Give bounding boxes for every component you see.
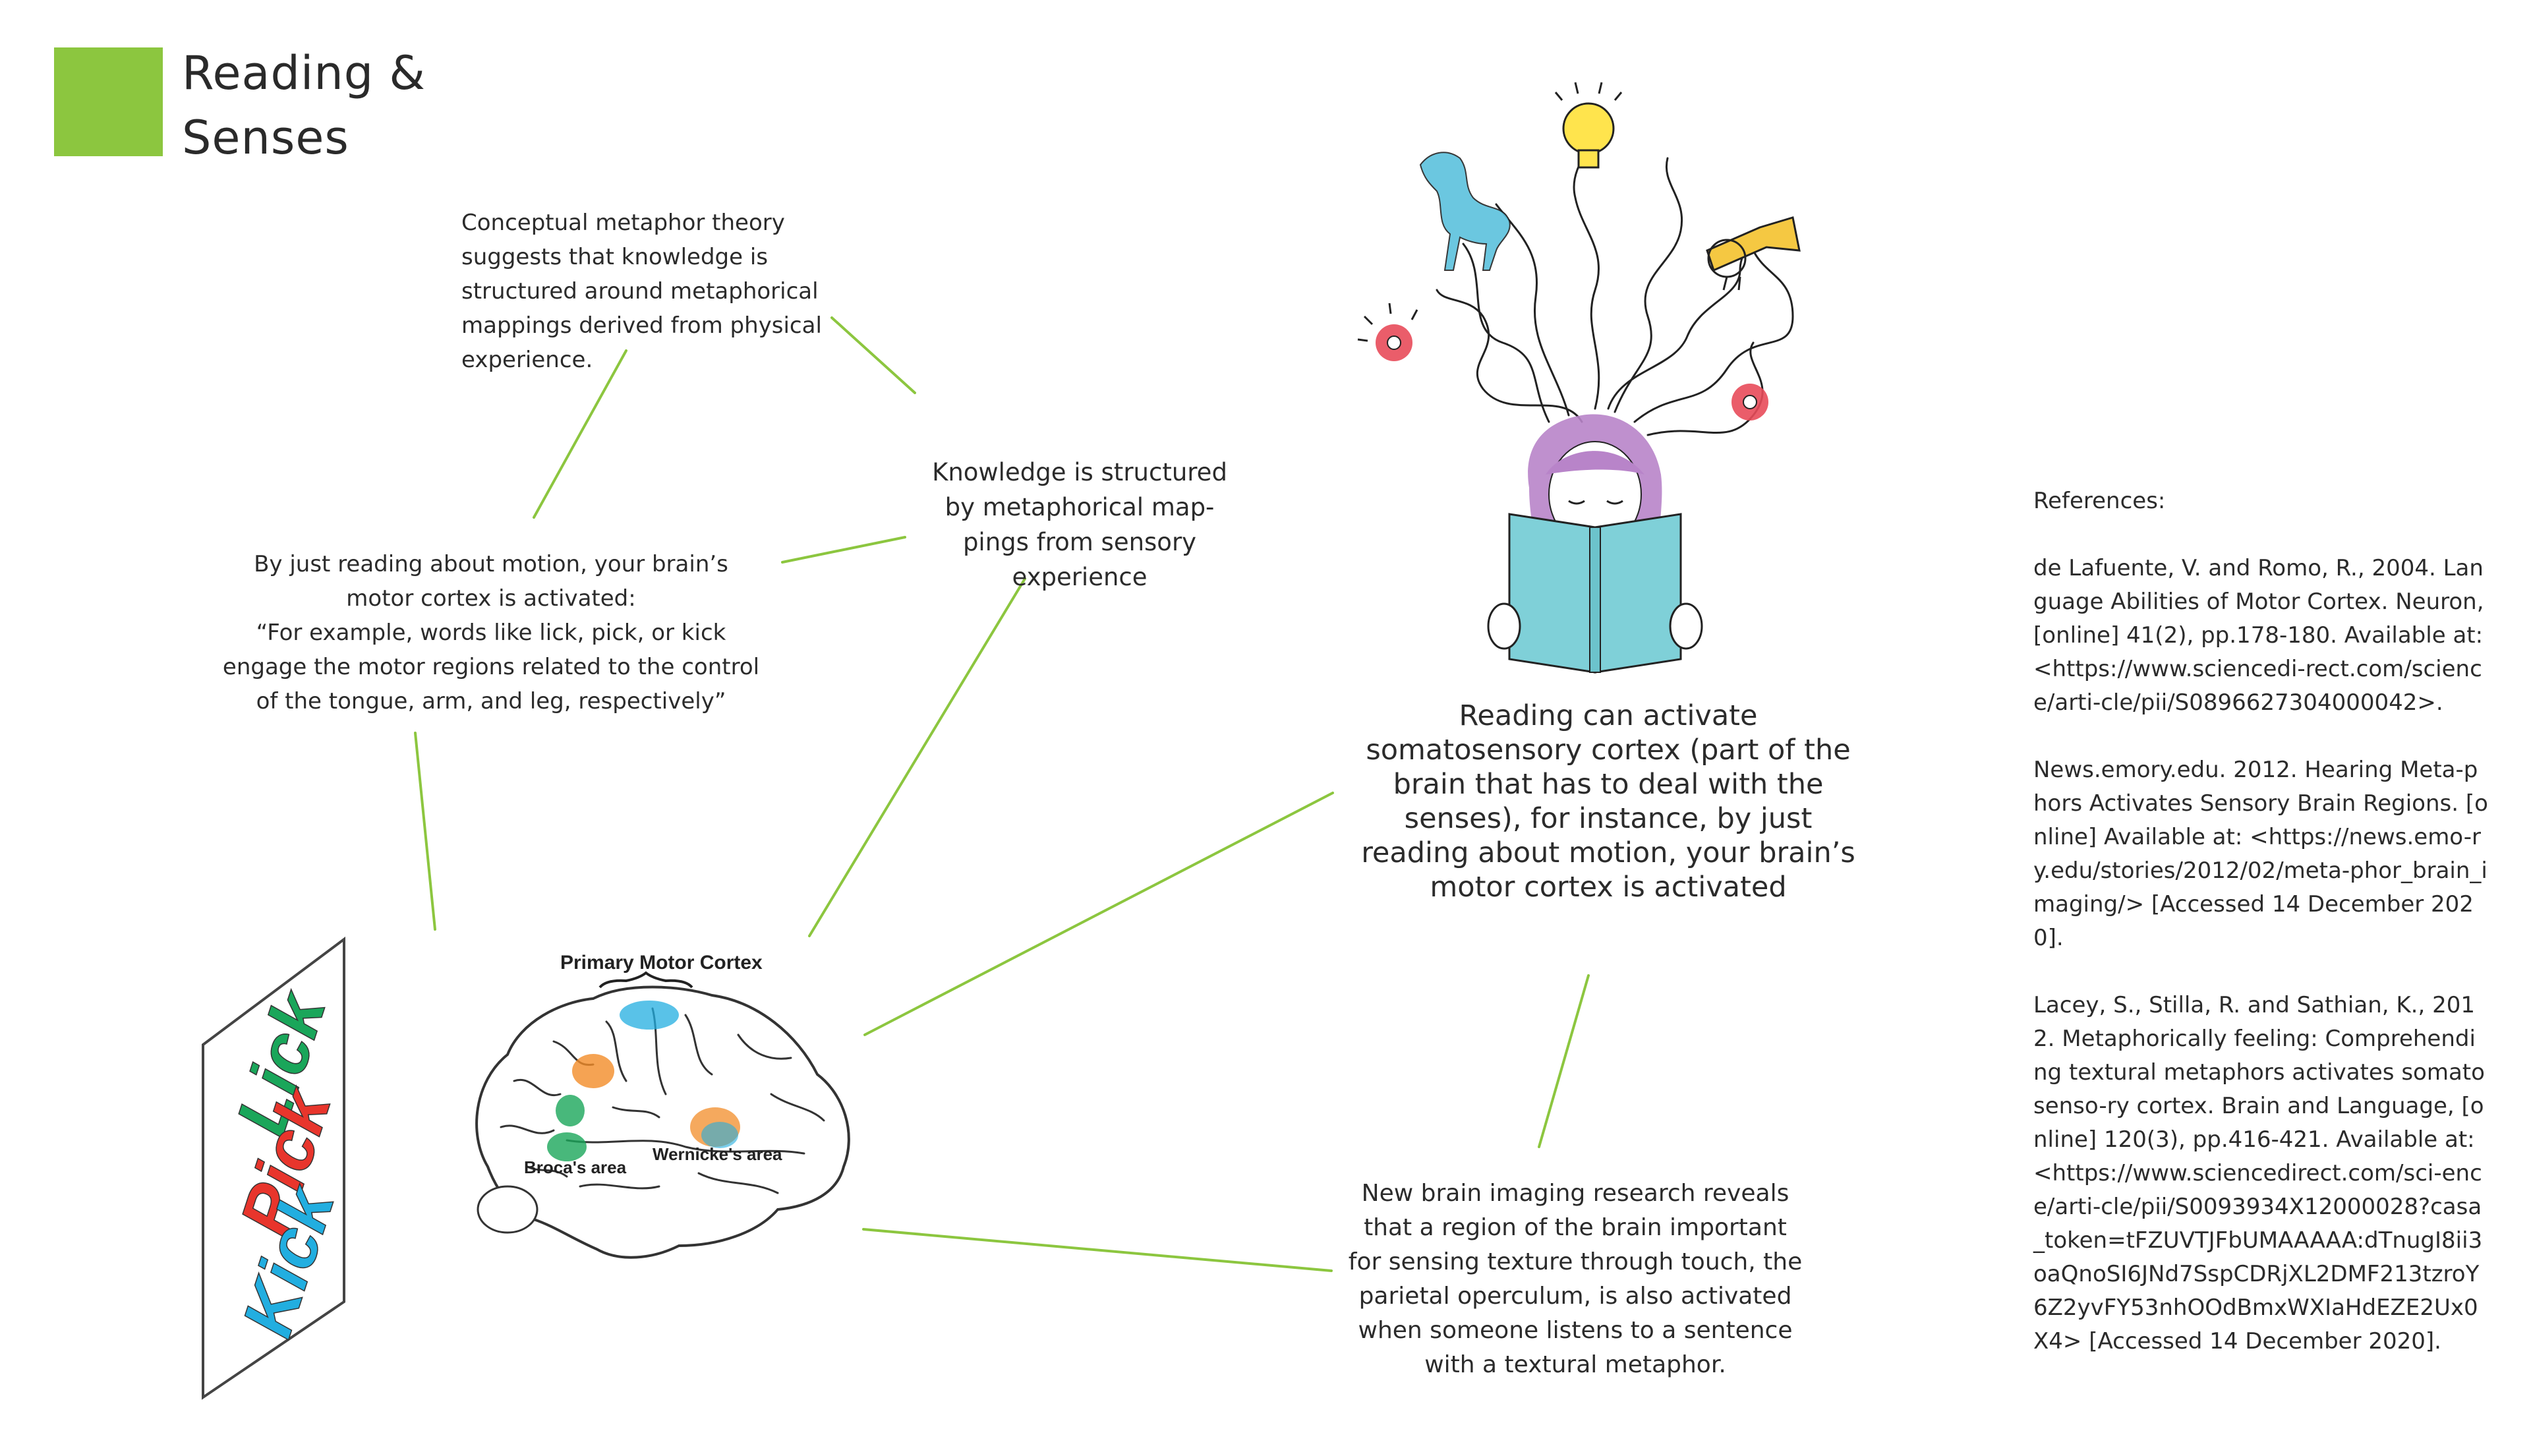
references-section: References: de Lafuente, V. and Romo, R.…: [2033, 484, 2488, 1358]
thought-line: [1633, 249, 1794, 423]
motor-cortex-bracket: [598, 971, 693, 989]
leg-region-activation: [556, 1095, 585, 1126]
horse-icon: [1419, 152, 1511, 271]
brain-outline: [475, 985, 850, 1259]
word-card-panel: [202, 937, 345, 1400]
wernickes-area-label: Wernicke's area: [653, 1144, 782, 1164]
page-title-line1: Reading &: [182, 46, 426, 100]
thought-line: [1614, 157, 1683, 413]
page-title-line2: Senses: [182, 111, 349, 165]
trumpet-icon: [1706, 216, 1801, 291]
motor-cortex-activation: [620, 1001, 679, 1030]
brocas-area-label: Broca's area: [524, 1157, 627, 1177]
title-accent-square: [54, 47, 163, 156]
reading-girl-illustration: [1357, 82, 1801, 674]
connector-line: [1538, 974, 1590, 1148]
thought-line: [1436, 289, 1583, 423]
thought-line: [1573, 137, 1600, 410]
reference-item: de Lafuente, V. and Romo, R., 2004. Lang…: [2033, 555, 2484, 716]
right-hand: [1669, 602, 1703, 650]
connector-line: [414, 732, 436, 931]
motion-quote-text: “For example, words like lick, pick, or …: [222, 620, 760, 714]
reading-activates-note: Reading can activate somatosensory corte…: [1361, 699, 1855, 904]
brain-fold: [566, 1139, 805, 1155]
lightbulb-icon: [1554, 82, 1623, 169]
connector-line: [533, 349, 627, 519]
brain-fold: [500, 1124, 555, 1134]
page-title: Reading & Senses: [182, 41, 426, 170]
connector-line: [808, 577, 1026, 937]
book-icon: [1508, 513, 1682, 674]
left-hand: [1487, 602, 1521, 650]
brain-imaging-note: New brain imaging research reveals that …: [1348, 1180, 1803, 1378]
flower-icon: [1731, 384, 1768, 421]
brain-fold: [612, 1106, 660, 1119]
reference-item: Lacey, S., Stilla, R. and Sathian, K., 2…: [2033, 992, 2485, 1354]
connector-line: [862, 1228, 1333, 1272]
thought-line: [1495, 203, 1570, 417]
brain-fold: [737, 1034, 792, 1060]
connector-line: [781, 536, 906, 564]
metaphor-theory-note: Conceptual metaphor theory suggests that…: [461, 210, 822, 373]
connector-line: [830, 316, 916, 394]
brain-diagram: Primary Motor Cortex Broca's area Wernic…: [475, 952, 850, 1259]
brain-fold: [684, 1014, 713, 1076]
brain-fold: [579, 1183, 660, 1190]
brocas-area-activation: [547, 1132, 587, 1161]
knowledge-summary-note: Knowledge is structured by metaphorical …: [932, 458, 1227, 591]
brain-fold: [770, 1093, 825, 1122]
references-heading: References:: [2033, 488, 2166, 514]
girl-bangs: [1546, 451, 1644, 475]
primary-motor-cortex-label: Primary Motor Cortex: [560, 952, 763, 974]
cerebellum: [477, 1185, 538, 1234]
word-card: Lick Pick Kick: [202, 937, 351, 1400]
brain-fold: [605, 1020, 627, 1082]
motion-intro-text: By just reading about motion, your brain…: [254, 551, 728, 612]
thought-line: [1462, 243, 1550, 423]
connector-line: [863, 792, 1334, 1036]
reference-item: News.emory.edu. 2012. Hearing Meta-phors…: [2033, 757, 2488, 951]
motion-quote-note: By just reading about motion, your brain…: [218, 547, 765, 718]
flower-icon: [1357, 303, 1418, 361]
wernickes-area-activation-blue: [701, 1122, 738, 1148]
brain-fold: [513, 1078, 562, 1097]
brain-fold: [526, 1165, 568, 1178]
brain-fold: [697, 1172, 779, 1194]
arm-region-activation: [572, 1054, 614, 1088]
